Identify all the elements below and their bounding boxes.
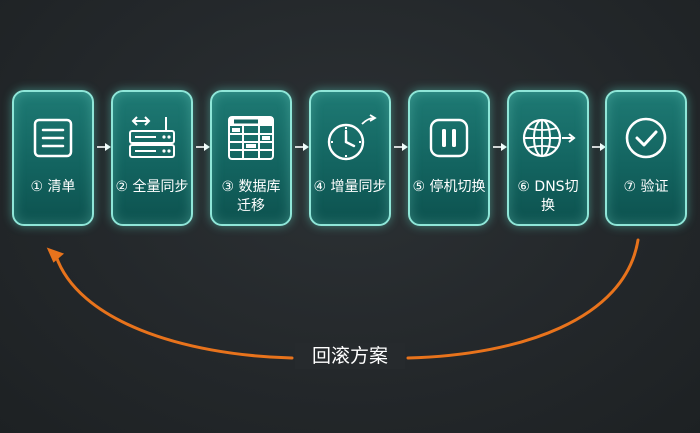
flow-arrow-icon bbox=[196, 143, 210, 151]
step-label: ④ 增量同步 bbox=[313, 179, 387, 195]
router-icon bbox=[113, 114, 191, 162]
flow-arrow-icon bbox=[493, 143, 507, 151]
step-label: ⑦ 验证 bbox=[623, 179, 669, 195]
step-label: ⑤ 停机切换 bbox=[412, 179, 486, 195]
step-card-dns-switch[interactable]: ⑥ DNS切换 bbox=[507, 90, 589, 226]
step-label: ③ 数据库 迁移 bbox=[221, 179, 281, 214]
flow-arrow-icon bbox=[394, 143, 408, 151]
pause-icon bbox=[410, 114, 488, 162]
step-label: ① 清单 bbox=[30, 179, 76, 195]
step-card-full-sync[interactable]: ② 全量同步 bbox=[111, 90, 193, 226]
rollback-plan-label: 回滚方案 bbox=[295, 343, 405, 369]
step-card-checklist[interactable]: ① 清单 bbox=[12, 90, 94, 226]
step-label: ⑥ DNS切换 bbox=[517, 179, 579, 214]
database-table-icon bbox=[212, 114, 290, 162]
step-card-incremental-sync[interactable]: ④ 增量同步 bbox=[309, 90, 391, 226]
step-label: ② 全量同步 bbox=[115, 179, 189, 195]
step-card-database-migration[interactable]: ③ 数据库 迁移 bbox=[210, 90, 292, 226]
globe-arrow-icon bbox=[509, 114, 587, 162]
flow-arrow-icon bbox=[295, 143, 309, 151]
check-circle-icon bbox=[607, 114, 685, 162]
clock-arrow-icon bbox=[311, 114, 389, 162]
step-card-verification[interactable]: ⑦ 验证 bbox=[605, 90, 687, 226]
flow-arrow-icon bbox=[592, 143, 606, 151]
checklist-icon bbox=[14, 114, 92, 162]
step-card-downtime-switch[interactable]: ⑤ 停机切换 bbox=[408, 90, 490, 226]
flow-arrow-icon bbox=[97, 143, 111, 151]
